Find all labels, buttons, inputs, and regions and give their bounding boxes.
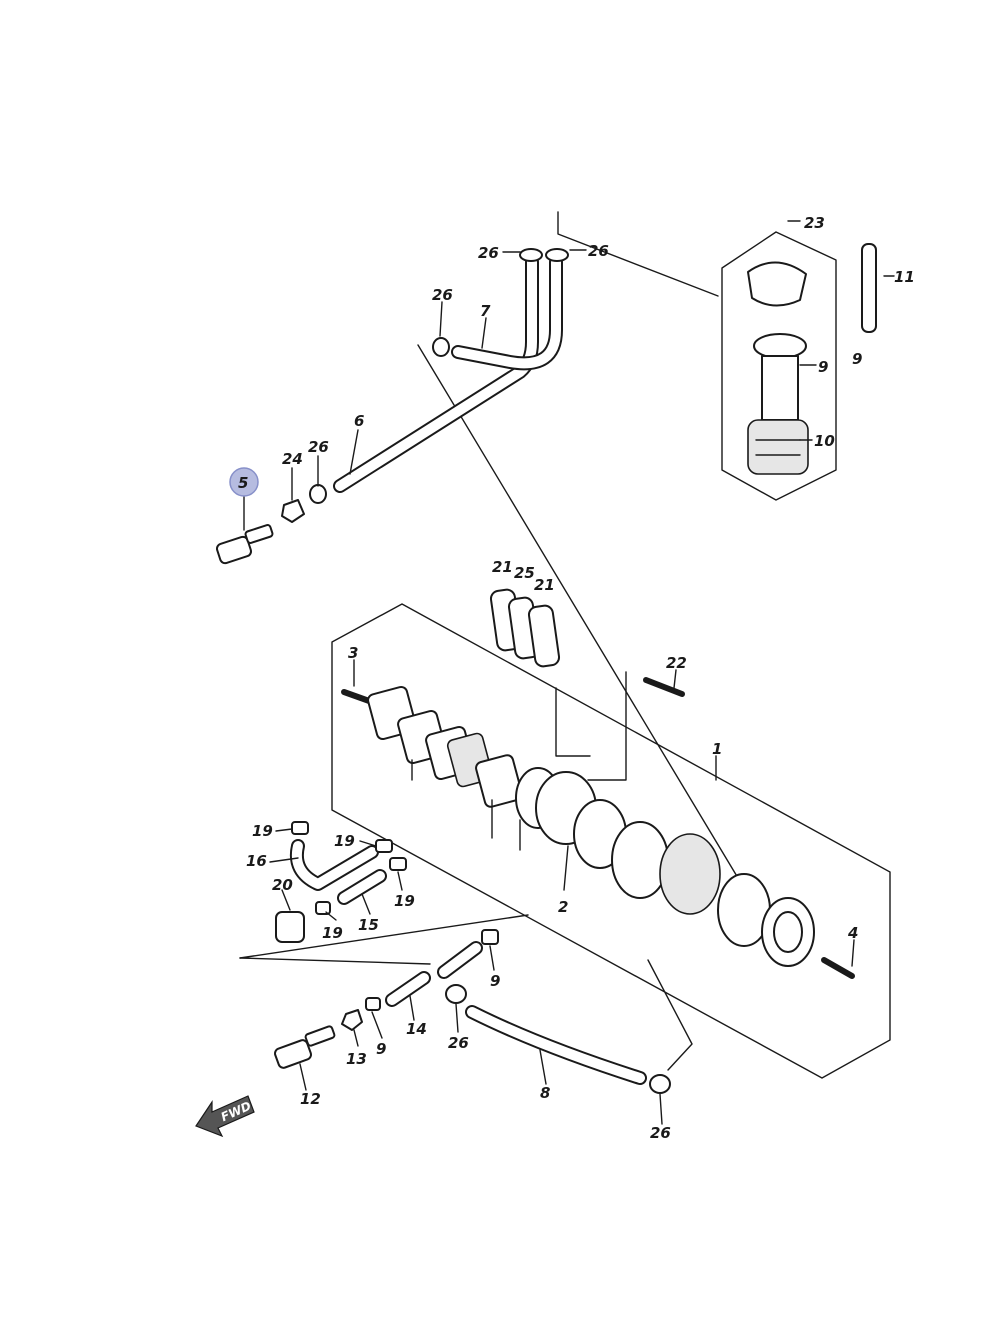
pipe-to-filter-line: [557, 211, 719, 297]
fitting-5-assembly: [215, 499, 305, 565]
hose-16: [387, 973, 429, 1005]
filter-element-11-top: [753, 333, 807, 359]
fuel-filter-assembly: [747, 243, 877, 475]
bolt-22: [643, 677, 685, 697]
callout-labels: 5 24 26 6 7 26 26 26 23 11 9 9 10 21 25 …: [229, 214, 915, 1142]
pump-chamber: [659, 833, 721, 915]
callout-21-a[interactable]: 21: [492, 558, 513, 576]
fuel-pump-group-box: [331, 603, 891, 1079]
callout-21-b[interactable]: 21: [534, 576, 555, 594]
group-outlines: [239, 211, 891, 1079]
lower-guide-a: [239, 914, 529, 959]
callout-12[interactable]: 10: [814, 432, 835, 450]
callout-26-fitting[interactable]: 26: [308, 438, 329, 456]
fitting-5: [215, 535, 253, 565]
callout-9-a[interactable]: 9: [490, 972, 500, 990]
hose-clamp-26-right: [545, 248, 569, 262]
callout-23[interactable]: 23: [804, 214, 825, 232]
gaskets-21-25: [489, 588, 685, 697]
filter-cup-12: [747, 419, 809, 475]
callout-26-right[interactable]: 26: [588, 242, 609, 260]
hose-clamp-26-left: [519, 248, 543, 262]
clamp-19-d: [315, 901, 331, 915]
callout-26-lower[interactable]: 26: [448, 1034, 469, 1052]
callout-19-a[interactable]: 19: [252, 822, 273, 840]
filter-cap: [747, 261, 807, 307]
callout-5-highlight[interactable]: [229, 467, 259, 497]
leader-lines: [243, 220, 895, 1125]
filter-element-11: [761, 355, 799, 421]
callout-9-b[interactable]: 9: [376, 1040, 386, 1058]
callout-18[interactable]: 16: [246, 852, 267, 870]
callout-7[interactable]: 7: [480, 302, 491, 320]
hose-18: [292, 841, 377, 889]
callout-24[interactable]: 24: [282, 450, 303, 468]
gasket-21-b: [527, 604, 561, 668]
callout-1[interactable]: 1: [712, 740, 722, 758]
callout-2[interactable]: 2: [558, 898, 568, 916]
callout-17[interactable]: 15: [358, 916, 379, 934]
clamp-9-a: [481, 929, 499, 945]
callout-15[interactable]: 13: [346, 1050, 367, 1068]
callout-16[interactable]: 14: [406, 1020, 427, 1038]
callout-4[interactable]: 4: [847, 924, 858, 942]
filter-20: [275, 911, 305, 943]
fwd-arrow: FWD: [195, 1095, 255, 1138]
lower-hoses: [274, 929, 671, 1094]
bolt22-guide-line: [587, 671, 627, 781]
fuel-pump-stack: [341, 685, 855, 979]
callout-13[interactable]: 11: [894, 268, 915, 286]
clamp-26-lower: [445, 984, 467, 1004]
callout-20[interactable]: 20: [272, 876, 293, 894]
upper-guide-line: [417, 344, 739, 879]
callout-26-end[interactable]: 26: [650, 1124, 671, 1142]
nut-15: [341, 1009, 363, 1031]
nut-24: [281, 499, 305, 523]
clamp-19-a: [291, 821, 309, 835]
clamp-26-end: [649, 1074, 671, 1094]
callout-19-c[interactable]: 19: [394, 892, 415, 910]
callout-25[interactable]: 25: [514, 564, 535, 582]
callout-11[interactable]: 9: [818, 358, 828, 376]
callout-5[interactable]: 5: [238, 474, 248, 492]
callout-19-b[interactable]: 19: [334, 832, 355, 850]
callout-19-d[interactable]: 19: [322, 924, 343, 942]
lower-guide-c: [647, 959, 693, 1071]
screw-4: [821, 957, 855, 979]
callout-8[interactable]: 8: [540, 1084, 550, 1102]
hose-17: [339, 871, 385, 903]
clamp-19-b: [375, 839, 393, 853]
callout-10[interactable]: 9: [852, 350, 862, 368]
lower-guide-b: [239, 957, 431, 965]
upper-hoses: [309, 248, 569, 504]
callout-14[interactable]: 12: [300, 1090, 321, 1108]
bracket-13: [861, 243, 877, 333]
lower-left-parts: [275, 821, 407, 943]
callout-26-mid[interactable]: 26: [432, 286, 453, 304]
callout-22[interactable]: 22: [666, 654, 687, 672]
callout-3[interactable]: 3: [348, 644, 358, 662]
clamp-19-c: [389, 857, 407, 871]
clamp-9-b: [365, 997, 381, 1011]
callout-6[interactable]: 6: [354, 412, 364, 430]
hose-clamp-26-mid: [432, 337, 450, 357]
callout-26-left[interactable]: 26: [478, 244, 499, 262]
diaphragm-c: [611, 821, 669, 899]
hose-clamp-26-fitting: [309, 484, 327, 504]
fwd-arrow-icon: [195, 1095, 255, 1138]
fitting-14: [274, 1039, 312, 1069]
fuel-filter-group-box: [721, 231, 837, 501]
hose-8: [467, 1007, 645, 1083]
gasket-guide-line: [555, 687, 591, 757]
